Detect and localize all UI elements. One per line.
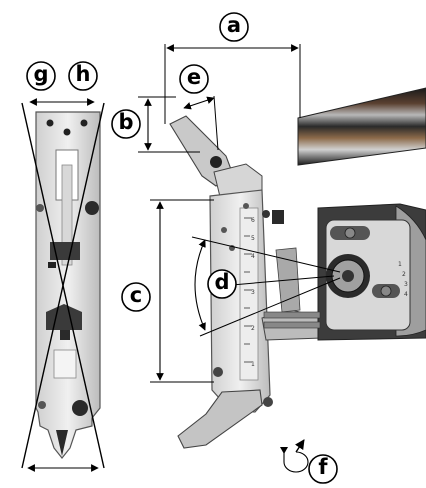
scale-mark: 3 <box>251 289 255 296</box>
scale-mark: 6 <box>251 217 255 224</box>
dimension-e-extension <box>213 95 219 151</box>
dimension-e-arrow <box>183 96 215 110</box>
dimension-d-line-bottom <box>199 277 341 337</box>
scale-mark: 1 <box>251 361 255 368</box>
label-c: c <box>121 282 151 312</box>
dimension-d-arc <box>194 239 206 331</box>
label-b: b <box>111 109 141 139</box>
front-clamp-upper <box>50 242 80 260</box>
scale-strip <box>239 207 259 381</box>
body-screw-1 <box>243 203 249 209</box>
rotation-arrow-icon <box>283 448 309 473</box>
upper-arm-bolt <box>210 156 222 168</box>
body-knob-right <box>272 210 284 224</box>
label-c-text: c <box>130 283 142 307</box>
label-h-text: h <box>76 62 91 86</box>
label-g: g <box>26 61 56 91</box>
front-clamp-upper-tab <box>48 262 56 268</box>
label-f: f <box>308 454 338 484</box>
scale-mark: 5 <box>251 235 255 242</box>
shaft-rod-upper <box>263 311 321 319</box>
central-knob-center <box>342 270 354 282</box>
front-knob-bottom-left <box>38 401 46 409</box>
rotary-mark: 3 <box>404 281 408 288</box>
shaft-rod-lower <box>263 321 321 329</box>
front-jig-body <box>35 111 101 459</box>
body-screw-4 <box>262 210 270 218</box>
label-a-text: a <box>227 13 241 37</box>
front-bolt-top-right <box>80 119 88 127</box>
rotary-slot-bottom-screw <box>380 285 392 297</box>
front-clamp-lower-tab <box>60 330 70 340</box>
rotation-diagonal-arrow-icon <box>295 439 305 453</box>
scale-mark: 4 <box>251 253 255 260</box>
body-knob-lower-left <box>213 367 223 377</box>
body-screw-2 <box>221 227 227 233</box>
body-knob-lower-right <box>263 397 273 407</box>
dimension-d-line-top <box>191 236 341 273</box>
label-h: h <box>68 61 98 91</box>
side-view-jig: 1 2 3 4 5 6 1 2 3 <box>169 87 426 449</box>
front-view-jig <box>21 98 105 472</box>
label-e-text: e <box>187 65 201 89</box>
front-cross-line-2 <box>21 102 105 469</box>
dimension-d-leader <box>231 275 335 286</box>
dimension-lines <box>138 44 341 473</box>
front-slot-lower <box>53 349 77 379</box>
front-bolt-top-center <box>63 128 71 136</box>
label-g-text: g <box>33 62 48 86</box>
front-tip <box>56 430 68 456</box>
front-bolt-top-left <box>46 119 54 127</box>
handle-bar <box>297 87 426 166</box>
rotation-arrow-head-icon <box>280 447 288 454</box>
front-knob-right <box>85 201 99 215</box>
scale-ticks <box>244 217 252 363</box>
front-knob-bottom-right <box>72 400 88 416</box>
rotary-mark: 2 <box>402 271 406 278</box>
scale-mark: 2 <box>251 325 255 332</box>
label-b-text: b <box>118 110 133 134</box>
label-e: e <box>179 64 209 94</box>
label-d-text: d <box>214 270 229 294</box>
rotary-slot-top-screw <box>344 227 356 239</box>
rotary-mark: 4 <box>404 291 408 298</box>
bottom-foot <box>177 389 263 449</box>
label-d: d <box>207 269 237 299</box>
rotary-mark: 1 <box>398 261 402 268</box>
label-a: a <box>219 12 249 42</box>
label-f-text: f <box>318 455 328 479</box>
front-knob-left <box>36 204 44 212</box>
